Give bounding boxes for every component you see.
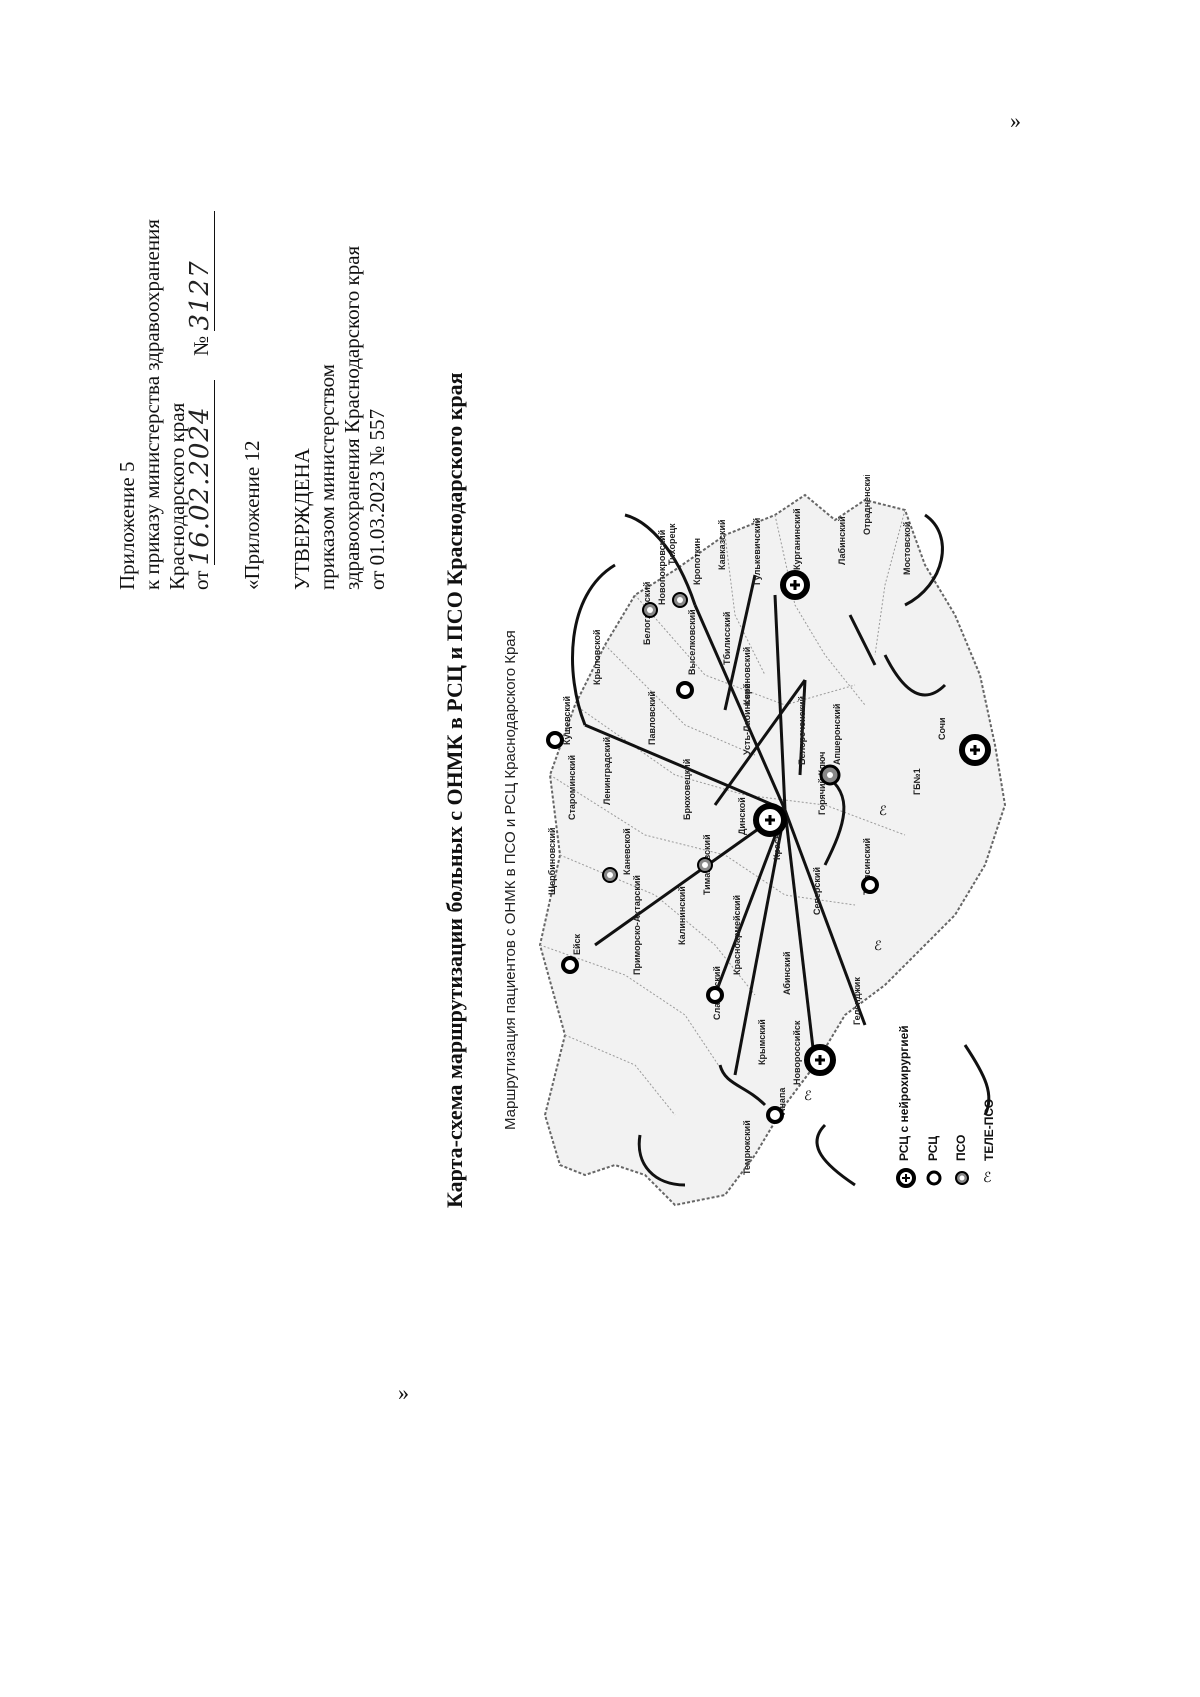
routing-map-svg: Ейск Щербиновский Староминский Кущевский… (538, 471, 1007, 1207)
prior-approved: УТВЕРЖДЕНА (290, 448, 314, 590)
pso-icon (672, 592, 688, 608)
handwritten-date: 16.02.2024 (185, 406, 215, 566)
city-label: Сочи (937, 717, 947, 740)
tele-pso-icon: ℰ (879, 803, 887, 818)
city-label: Красноармейский (732, 895, 742, 975)
city-label: Староминский (567, 755, 577, 820)
rsc-neuro-icon (804, 1044, 836, 1076)
city-label: Приморско-Ахтарский (632, 875, 642, 975)
rsc-icon (561, 956, 579, 974)
routing-map: Ейск Щербиновский Староминский Кущевский… (525, 471, 1025, 1215)
city-label: Курганинский (792, 508, 802, 570)
city-label: Тбилисский (722, 612, 732, 665)
pso-icon (697, 857, 713, 873)
district-boundaries (539, 509, 906, 1116)
prior-appendix: «Приложение 12 (240, 440, 264, 590)
city-label: Новопокровский (657, 530, 667, 605)
city-label: Северский (812, 867, 822, 915)
city-label: Калининский (677, 886, 687, 945)
city-label: Горячий Ключ (817, 752, 827, 815)
city-label: Брюховецкий (682, 759, 692, 820)
rsc-icon (706, 986, 724, 1004)
tele-pso-icon: ℰ (874, 938, 882, 953)
svg-text:ℰ: ℰ (983, 1171, 991, 1186)
city-label: Тихорецк (667, 523, 677, 565)
city-label: Каневской (622, 828, 632, 875)
city-label: Кущевский (562, 696, 572, 745)
city-label: Лабинский (837, 516, 847, 565)
hospital-markers: ℰ ℰ ℰ (546, 570, 991, 1124)
closing-quote-top: » (1010, 108, 1021, 133)
svg-text:ℰ: ℰ (879, 803, 887, 818)
legend-item-rsc-neuro (895, 1167, 917, 1194)
city-label: Кавказский (717, 519, 727, 570)
city-label: Крыловской (592, 629, 602, 685)
pso-icon (819, 764, 841, 786)
city-label: Щербиновский (547, 827, 557, 895)
prior-date-number: от 01.03.2023 № 557 (365, 408, 389, 590)
city-label: Выселковский (687, 609, 697, 675)
closing-quote-bottom: » (398, 1380, 409, 1405)
city-labels: Ейск Щербиновский Староминский Кущевский… (547, 471, 947, 1175)
city-label: Ейск (572, 933, 582, 955)
prior-by-order: приказом министерством (315, 364, 339, 590)
legend-label: ТЕЛЕ-ПСО (982, 1098, 996, 1161)
city-label: Ленинградский (602, 737, 612, 805)
routing-arrows (571, 513, 991, 1187)
rsc-icon (766, 1106, 784, 1124)
rsc-neuro-icon (753, 803, 787, 837)
city-label: ГБ№1 (912, 768, 922, 795)
tele-pso-icon: ℰ (804, 1088, 812, 1103)
header-line-date-number: от 16.02.2024 № 3127 (185, 210, 215, 590)
rsc-icon (861, 876, 879, 894)
rsc-icon (546, 731, 564, 749)
city-label: Темрюкский (742, 1120, 752, 1175)
legend-item-pso (953, 1169, 971, 1192)
city-label: Гулькевичский (752, 518, 762, 585)
city-label: Новороссийск (792, 1020, 802, 1085)
city-label: Абинский (782, 952, 792, 995)
map-subtitle: Маршрутизация пациентов с ОНМК в ПСО и Р… (502, 630, 519, 1130)
legend-label: РСЦ (926, 1135, 940, 1161)
city-label: Усть-Лабинский (742, 683, 752, 755)
legend-item-tele-pso: ℰ (981, 1167, 999, 1192)
city-label: Кропоткин (692, 538, 702, 585)
region-outline (538, 493, 1007, 1207)
pso-icon (602, 867, 618, 883)
svg-text:ℰ: ℰ (874, 938, 882, 953)
city-label: Крымский (757, 1019, 767, 1065)
tele-pso-icon: ℰ (983, 1171, 991, 1186)
city-label: Павловский (647, 691, 657, 745)
city-label: Динской (737, 797, 747, 835)
city-label: Кореновский (742, 647, 752, 705)
legend-label: ПСО (954, 1134, 968, 1161)
pso-icon (955, 1171, 969, 1185)
city-label: Геленджик (852, 977, 862, 1025)
map-legend: РСЦ с нейрохирургией РСЦ ПСО ℰ ТЕЛЕ-ПСО (895, 1025, 1015, 1205)
rsc-neuro-icon (780, 570, 810, 600)
header-line-order: к приказу министерства здравоохранения (140, 219, 164, 590)
city-label: Белореченский (797, 696, 807, 765)
city-label: Краснодар (772, 811, 782, 860)
svg-text:ℰ: ℰ (804, 1088, 812, 1103)
city-label: Анапа (777, 1087, 787, 1115)
legend-item-rsc (925, 1169, 943, 1192)
header-line-appendix: Приложение 5 (115, 461, 139, 590)
page-title: Карта-схема маршрутизации больных с ОНМК… (442, 372, 467, 1208)
prior-ministry: здравоохранения Краснодарского края (340, 245, 364, 590)
city-label: Туапсинский (862, 838, 872, 895)
handwritten-number: 3127 (185, 260, 215, 331)
rsc-neuro-icon (896, 1168, 916, 1188)
pso-icon (642, 602, 658, 618)
city-label: Апшеронский (832, 704, 842, 765)
rsc-neuro-icon (959, 734, 991, 766)
rsc-icon (926, 1170, 942, 1186)
legend-label: РСЦ с нейрохирургией (897, 1025, 911, 1161)
rsc-icon (676, 681, 694, 699)
city-label: Мостовской (902, 522, 912, 575)
city-label: Отрадненский (862, 475, 872, 535)
